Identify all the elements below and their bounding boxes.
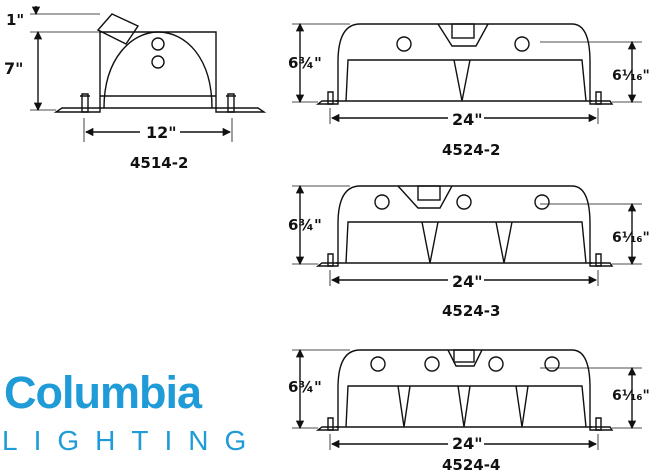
dim-inner-height-label: 6¹⁄₁₆" bbox=[612, 230, 650, 246]
mounting-clip bbox=[80, 93, 90, 113]
model-number: 4524-4 bbox=[442, 456, 500, 474]
dim-width-label: 12" bbox=[146, 123, 177, 142]
fixture-4524-2 bbox=[396, 23, 530, 102]
dim-height-label: 7" bbox=[4, 59, 23, 78]
dim-height-label: 6¾" bbox=[288, 378, 322, 396]
dim-height-label: 6¾" bbox=[288, 54, 322, 72]
dim-height-label: 6¾" bbox=[288, 216, 322, 234]
mounting-flange-left bbox=[53, 107, 101, 113]
dim-offset-label: 1" bbox=[6, 11, 24, 29]
dim-width-label: 24" bbox=[452, 272, 483, 291]
reflector-dome bbox=[103, 31, 213, 109]
brand-logo-subtitle: LIGHTING bbox=[2, 425, 263, 456]
model-number: 4514-2 bbox=[130, 154, 188, 172]
brand-logo-wordmark: Columbia bbox=[4, 367, 202, 418]
mounting-flange-right bbox=[215, 107, 267, 113]
knockout-hole bbox=[151, 37, 165, 51]
knockout-hole bbox=[151, 55, 165, 69]
dim-width-label: 24" bbox=[452, 434, 483, 453]
fixture-4524-4 bbox=[370, 349, 560, 428]
dim-inner-height-label: 6¹⁄₁₆" bbox=[612, 388, 650, 404]
model-number: 4524-2 bbox=[442, 141, 500, 159]
dim-width-label: 24" bbox=[452, 110, 483, 129]
mounting-clip bbox=[226, 93, 236, 113]
fixture-4514-2 bbox=[30, 6, 267, 142]
dim-inner-height-label: 6¹⁄₁₆" bbox=[612, 68, 650, 84]
fixture-4524-3 bbox=[374, 185, 550, 264]
junction-box bbox=[96, 13, 140, 45]
model-number: 4524-3 bbox=[442, 302, 500, 320]
